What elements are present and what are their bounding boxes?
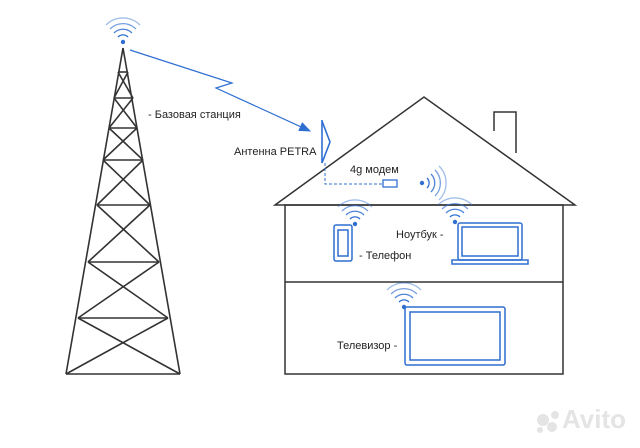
base-station-label: - Базовая станция — [148, 109, 241, 121]
modem-label: 4g модем — [350, 164, 399, 176]
modem-icon — [382, 179, 398, 188]
laptop-wifi-icon — [437, 197, 473, 225]
house — [272, 96, 578, 375]
antenna-cable — [324, 163, 382, 185]
tv-wifi-icon — [386, 282, 422, 310]
watermark-text: Avito — [562, 404, 626, 434]
avito-logo-icon — [537, 411, 559, 433]
antenna-label: Антенна PETRA — [234, 146, 317, 158]
phone-wifi-icon — [337, 199, 373, 227]
antenna-icon — [321, 120, 331, 164]
signal-link — [129, 49, 312, 132]
tower-wifi-icon — [105, 17, 141, 45]
laptop-label: Ноутбук - — [396, 229, 444, 241]
modem-wifi-icon — [419, 165, 447, 201]
tv-icon — [404, 306, 506, 366]
phone-icon — [333, 224, 353, 262]
tv-label: Телевизор - — [337, 340, 398, 352]
cell-tower — [65, 47, 181, 375]
laptop-icon — [451, 222, 529, 265]
phone-label: - Телефон — [359, 250, 411, 262]
